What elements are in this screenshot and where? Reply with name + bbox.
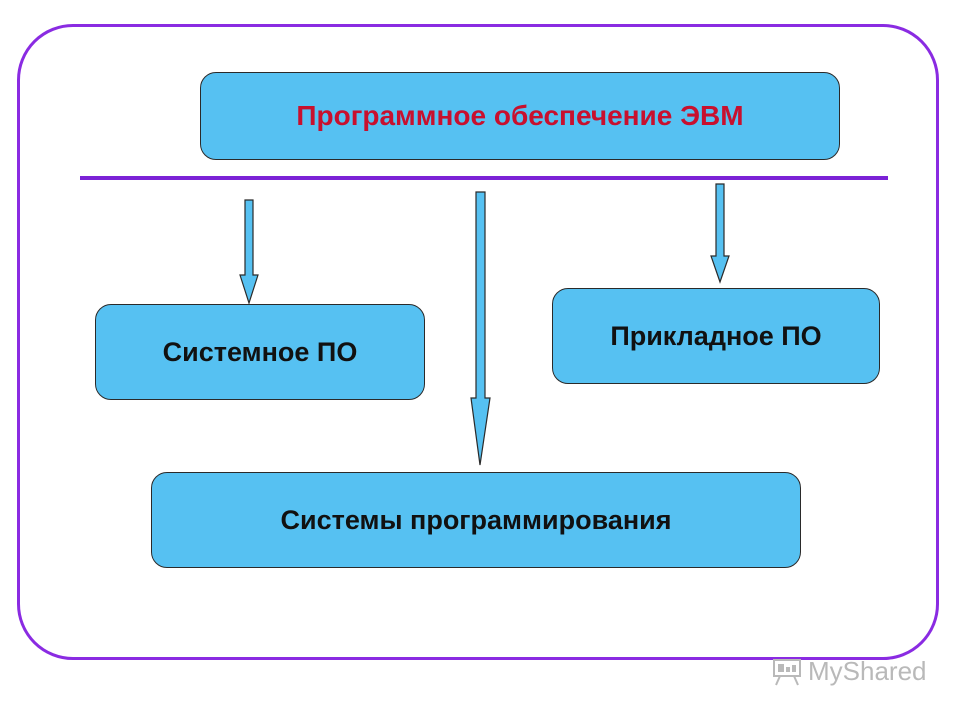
slide-frame (17, 24, 939, 660)
node-applied-software: Прикладное ПО (552, 288, 880, 384)
node-applied-software-label: Прикладное ПО (610, 320, 822, 351)
root-node: Программное обеспечение ЭВМ (200, 72, 840, 160)
node-system-software: Системное ПО (95, 304, 425, 400)
presentation-board-icon (773, 658, 801, 685)
node-programming-systems-label: Системы программирования (280, 504, 672, 535)
root-node-label: Программное обеспечение ЭВМ (296, 100, 744, 131)
node-programming-systems: Системы программирования (151, 472, 801, 568)
watermark: MyShared (772, 656, 927, 687)
watermark-text: MyShared (808, 656, 927, 686)
node-system-software-label: Системное ПО (162, 336, 358, 367)
divider-line (80, 176, 888, 180)
